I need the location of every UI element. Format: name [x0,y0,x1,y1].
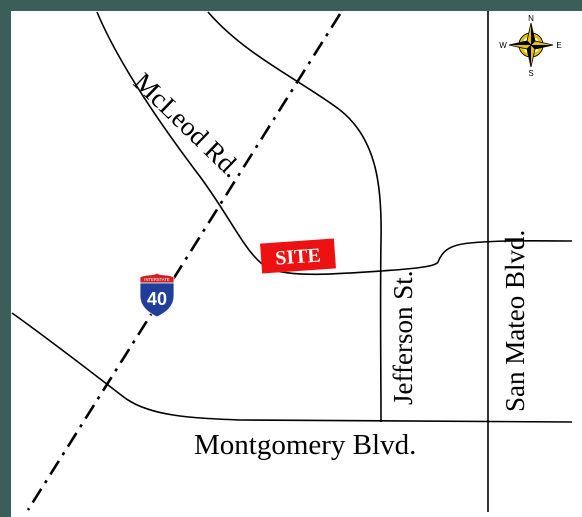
shield-top-text: INTERSTATE [144,277,170,282]
road-montgomery [11,312,573,423]
interstate-shield-icon: INTERSTATE 40 [139,272,175,318]
road-network [11,5,573,512]
road-jefferson [207,11,382,423]
compass-rose-icon: N E S W [499,14,561,78]
compass-n: N [528,14,534,23]
site-label: SITE [275,244,322,269]
compass-w: W [499,41,507,50]
compass-e: E [556,41,561,50]
road-mcleod [96,11,573,276]
site-marker: SITE [260,238,336,274]
compass-s: S [528,69,533,78]
label-jefferson-st: Jefferson St. [388,271,418,406]
shield-number: 40 [147,289,167,309]
label-montgomery-blvd: Montgomery Blvd. [194,429,416,461]
label-san-mateo-blvd: San Mateo Blvd. [500,230,530,412]
label-mcleod-rd: McLeod Rd. [128,67,247,183]
